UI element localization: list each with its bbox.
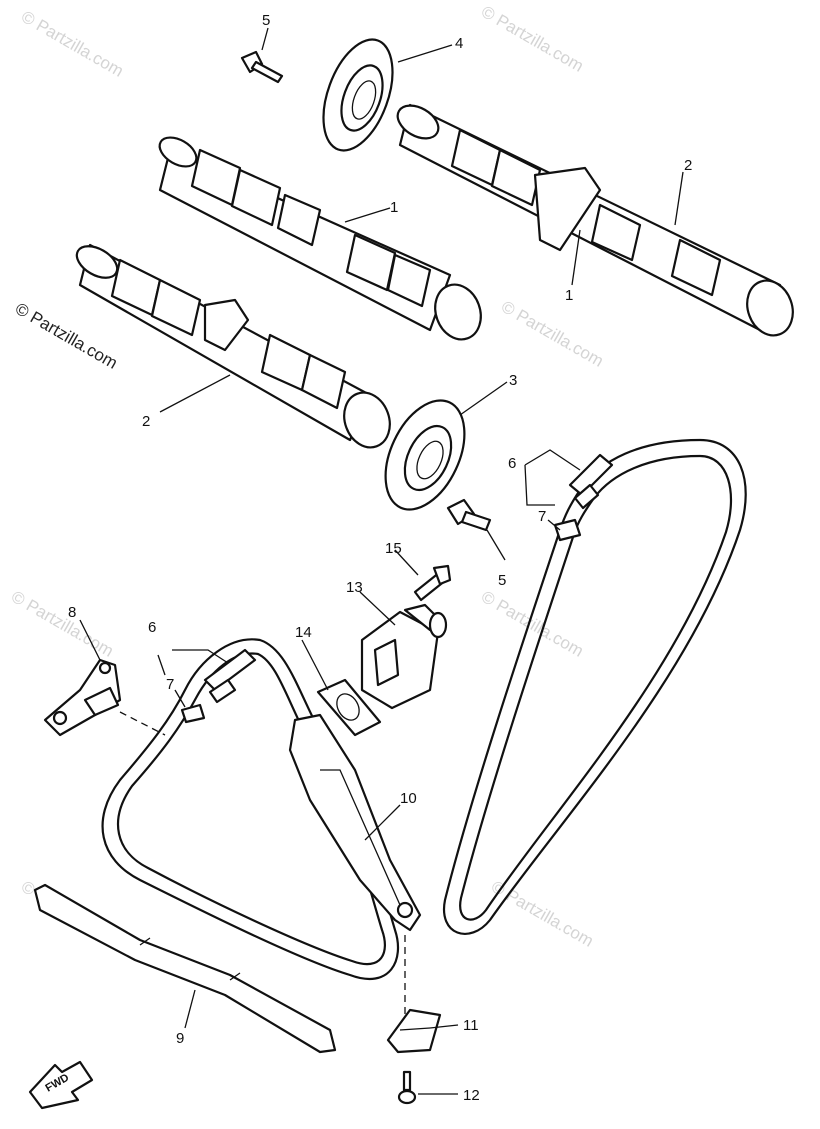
watermark-7: © Partzilla.com bbox=[488, 877, 597, 951]
callout-7-left: 7 bbox=[166, 676, 174, 693]
callout-2-left: 2 bbox=[142, 413, 150, 430]
timing-chain-right bbox=[442, 438, 747, 935]
bolt-guide bbox=[397, 1070, 417, 1105]
cam-chain-tensioner bbox=[360, 603, 448, 710]
timing-chain-left bbox=[101, 638, 400, 981]
watermark-2: © Partzilla.com bbox=[478, 2, 587, 76]
callout-8: 8 bbox=[68, 604, 76, 621]
callout-14: 14 bbox=[295, 624, 312, 641]
watermark-5: © Partzilla.com bbox=[478, 587, 587, 661]
callout-11: 11 bbox=[463, 1017, 479, 1034]
callout-6-right: 6 bbox=[508, 455, 516, 472]
callout-7-right: 7 bbox=[538, 508, 546, 525]
watermark-1: © Partzilla.com bbox=[18, 7, 127, 81]
master-link-right bbox=[553, 453, 614, 542]
watermark-3: © Partzilla.com bbox=[498, 297, 607, 371]
camshaft-upper bbox=[158, 136, 482, 341]
callout-1-lower: 1 bbox=[565, 287, 573, 304]
chain-guide-rear bbox=[288, 713, 422, 932]
bolt-tensioner bbox=[413, 564, 452, 602]
callout-4: 4 bbox=[455, 35, 463, 52]
callout-9: 9 bbox=[176, 1030, 184, 1047]
callout-12: 12 bbox=[463, 1087, 480, 1104]
callout-5-middle: 5 bbox=[498, 572, 506, 589]
forward-arrow-icon: FWD bbox=[28, 1060, 94, 1110]
cam-sprocket-lower bbox=[384, 399, 466, 511]
guide-stopper bbox=[386, 1008, 442, 1054]
bolt-upper bbox=[240, 50, 284, 84]
camshaft-lower-right bbox=[396, 103, 794, 337]
bolt-middle bbox=[446, 498, 492, 532]
leader-lines bbox=[79, 27, 684, 1095]
chain-guide-front bbox=[33, 883, 337, 1054]
camshaft-left bbox=[75, 243, 391, 449]
callout-3: 3 bbox=[509, 372, 517, 389]
dash-stopper bbox=[119, 711, 166, 736]
callout-5-upper: 5 bbox=[262, 12, 270, 29]
callout-10: 10 bbox=[400, 790, 417, 807]
callout-13: 13 bbox=[346, 579, 363, 596]
callout-15: 15 bbox=[385, 540, 402, 557]
cam-sprocket-upper bbox=[322, 38, 394, 152]
master-link-left bbox=[180, 648, 257, 724]
tensioner-gasket bbox=[316, 678, 382, 737]
callout-1-upper: 1 bbox=[390, 199, 398, 216]
stopper-plate bbox=[43, 658, 122, 737]
callout-2-right: 2 bbox=[684, 157, 692, 174]
callout-labels: 5 4 1 2 1 2 3 5 6 7 15 13 14 6 7 8 10 9 … bbox=[68, 12, 692, 1104]
callout-6-left: 6 bbox=[148, 619, 156, 636]
watermark-layer: © Partzilla.com © Partzilla.com © Partzi… bbox=[8, 2, 607, 951]
watermark-dark: © Partzilla.com bbox=[12, 299, 121, 373]
watermark-4: © Partzilla.com bbox=[8, 587, 117, 661]
